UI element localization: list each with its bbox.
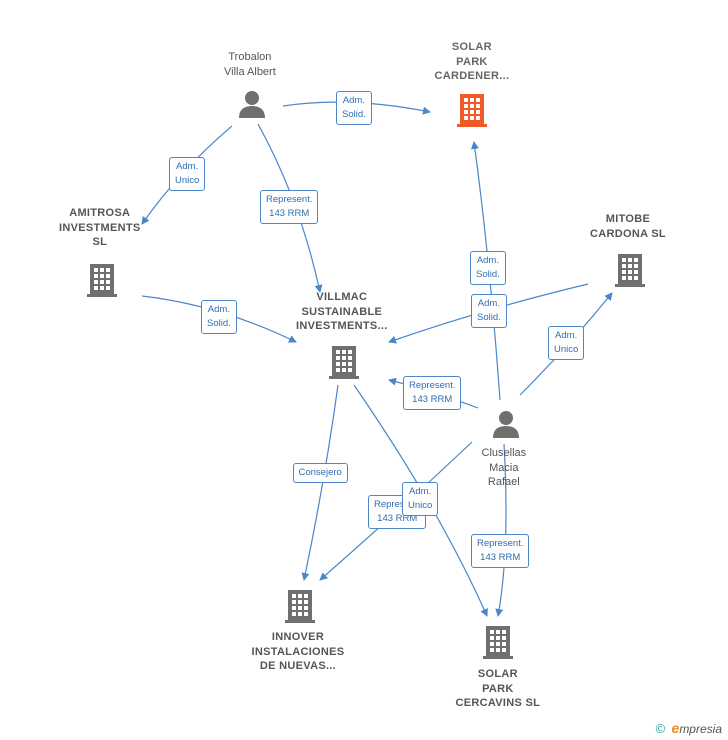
node-label-solar-cardener[interactable]: SOLAR PARK CARDENER... (434, 41, 510, 82)
edge-label[interactable]: Adm. Unico (169, 157, 206, 191)
person-icon[interactable] (237, 89, 267, 124)
edge-label[interactable]: Adm. Solid. (470, 251, 506, 285)
edge-label[interactable]: Represent. 143 RRM (471, 534, 530, 568)
empresia-logo: empresia (671, 720, 722, 736)
node-label-villmac[interactable]: VILLMAC SUSTAINABLE INVESTMENTS... (296, 291, 388, 332)
edge-label[interactable]: Adm. Unico (548, 326, 585, 360)
edges-layer (141, 101, 613, 617)
copyright-symbol: © (655, 721, 666, 736)
node-label-trobalon[interactable]: Trobalon Villa Albert (224, 51, 276, 78)
edge-label[interactable]: Represent. 143 RRM (260, 190, 319, 224)
building-icon[interactable] (615, 252, 645, 293)
footer-brand: © empresia (656, 720, 722, 736)
edge-label[interactable]: Adm. Solid. (201, 300, 237, 334)
node-label-innover[interactable]: INNOVER INSTALACIONES DE NUEVAS... (251, 631, 345, 672)
node-label-amitrosa[interactable]: AMITROSA INVESTMENTS SL (59, 207, 141, 248)
edge-label[interactable]: Consejero (292, 463, 348, 483)
building-icon[interactable] (285, 588, 315, 629)
person-icon[interactable] (491, 409, 521, 444)
edge-label[interactable]: Adm. Solid. (336, 91, 372, 125)
building-icon[interactable] (457, 92, 487, 133)
building-icon[interactable] (329, 344, 359, 385)
node-label-mitobe[interactable]: MITOBE CARDONA SL (590, 213, 666, 240)
edge-label[interactable]: Adm. Solid. (471, 294, 507, 328)
edge-label[interactable]: Represent. 143 RRM (403, 376, 462, 410)
node-label-solar-cercavins[interactable]: SOLAR PARK CERCAVINS SL (455, 668, 541, 709)
node-label-clusellas[interactable]: Clusellas Macia Rafael (481, 447, 527, 488)
building-icon[interactable] (87, 262, 117, 303)
edge-label[interactable]: Adm. Unico (402, 482, 439, 516)
building-icon[interactable] (483, 624, 513, 665)
